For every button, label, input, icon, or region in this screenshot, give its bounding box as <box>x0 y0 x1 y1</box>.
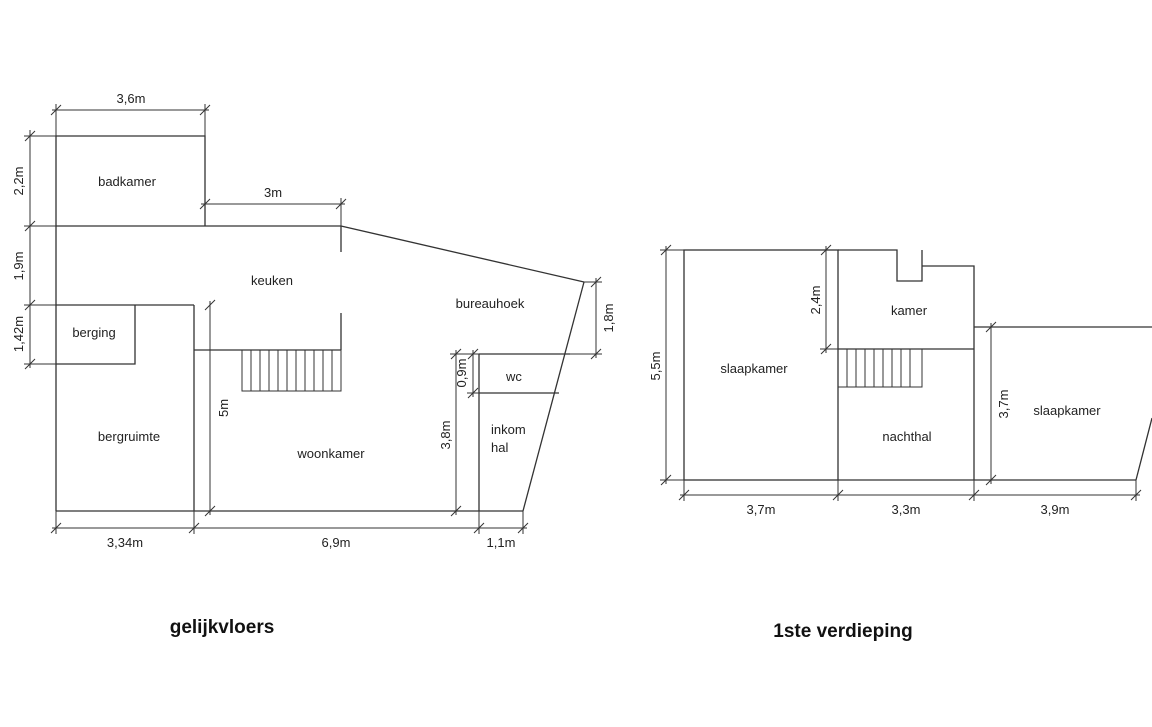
ground-floor-dimension-lines <box>24 104 602 534</box>
dim-right-height: 3,7m <box>996 390 1011 419</box>
room-label-bergruimte: bergruimte <box>98 429 160 444</box>
room-label-hal: hal <box>491 440 508 455</box>
dim-badkamer-width: 3,6m <box>117 91 146 106</box>
room-label-berging: berging <box>72 325 115 340</box>
room-label-badkamer: badkamer <box>98 174 156 189</box>
dim-badkamer-depth: 2,2m <box>11 167 26 196</box>
room-label-kamer: kamer <box>891 303 928 318</box>
dim-ff-bottom-left: 3,7m <box>747 502 776 517</box>
room-label-slaapkamer-left: slaapkamer <box>720 361 788 376</box>
dim-kitchen-width: 3m <box>264 185 282 200</box>
dim-berging-depth: 1,42m <box>11 316 26 352</box>
dim-ff-bottom-right: 3,9m <box>1041 502 1070 517</box>
ground-floor-caption: gelijkvloers <box>170 617 275 638</box>
room-label-keuken: keuken <box>251 273 293 288</box>
dim-inkom-depth: 3,8m <box>438 421 453 450</box>
dim-ff-bottom-mid: 3,3m <box>892 502 921 517</box>
dim-woon-depth: 5m <box>216 399 231 417</box>
room-label-woonkamer: woonkamer <box>296 446 365 461</box>
dim-left-height: 5,5m <box>648 352 663 381</box>
ground-floor-room-labels: badkamer keuken berging bergruimte burea… <box>72 174 525 461</box>
room-label-bureauhoek: bureauhoek <box>456 296 525 311</box>
dim-kamer-depth: 2,4m <box>808 286 823 315</box>
ground-floor-staircase <box>241 349 342 392</box>
first-floor-staircase <box>837 348 923 388</box>
first-floor-dimension-labels: 5,5m 2,4m 3,7m 3,7m 3,3m 3,9m <box>648 286 1069 517</box>
first-floor-caption: 1ste verdieping <box>773 621 912 642</box>
dim-bottom-right: 1,1m <box>487 535 516 550</box>
dim-bottom-mid: 6,9m <box>322 535 351 550</box>
dim-keuken-depth: 1,9m <box>11 252 26 281</box>
first-floor-dimension-lines <box>660 244 1142 501</box>
dim-wc-depth: 0,9m <box>454 359 469 388</box>
dim-bottom-left: 3,34m <box>107 535 143 550</box>
first-floor-room-labels: slaapkamer kamer nachthal slaapkamer <box>720 303 1101 444</box>
ground-floor-dimension-labels: 3,6m 3m 2,2m 1,9m 1,42m 1,8m 5m 0,9m 3,8… <box>11 91 616 550</box>
room-label-slaapkamer-right: slaapkamer <box>1033 403 1101 418</box>
ground-floor-walls <box>55 135 585 512</box>
room-label-nachthal: nachthal <box>882 429 931 444</box>
dim-bureau-depth: 1,8m <box>601 304 616 333</box>
room-label-wc: wc <box>505 369 522 384</box>
room-label-inkom: inkom <box>491 422 526 437</box>
